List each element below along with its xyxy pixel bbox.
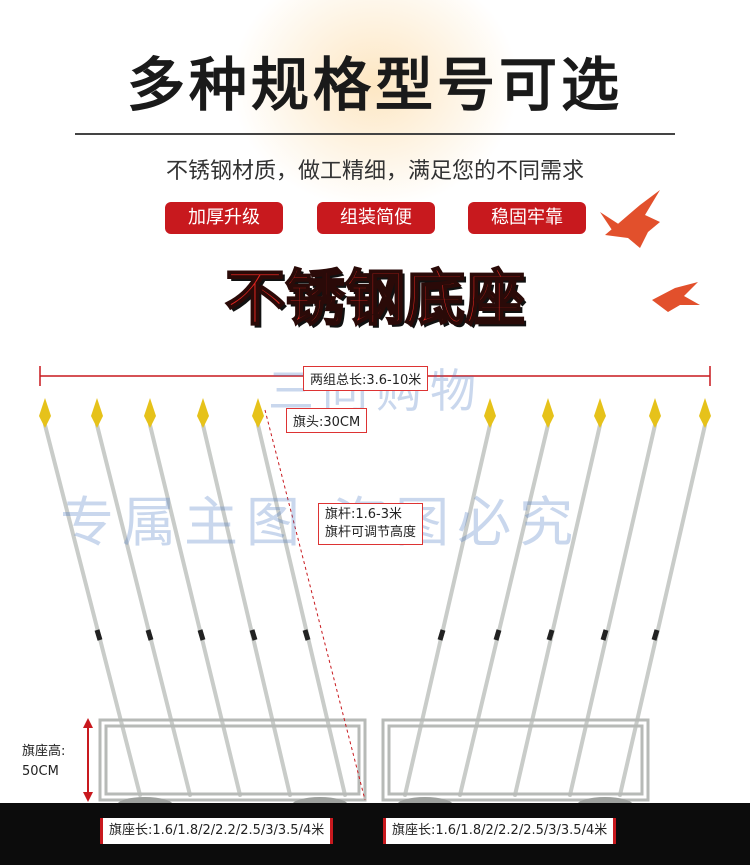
flag-tip-icon [39,398,264,428]
background-glow [230,0,520,210]
pole-length-line2: 旗杆可调节高度 [325,525,417,540]
base-length-label-right: 旗座长:1.6/1.8/2/2.2/2.5/3/3.5/4米 [383,818,617,844]
base-height-line2: 50CM [22,764,59,779]
flag-tip-icon [484,398,711,428]
pole-group-right [403,423,707,797]
pole-group-left [43,423,347,797]
tag-stable: 稳固牢靠 [468,202,586,234]
base-height-line1: 旗座高: [22,744,66,759]
bird-icon [652,282,700,312]
base-frame-left [98,718,367,802]
subtitle: 不锈钢材质，做工精细，满足您的不同需求 [165,159,584,184]
base-height-label: 旗座高: 50CM [22,742,65,782]
page-title: 多种规格型号可选 [126,51,623,119]
headline: 不锈钢底座 [224,263,526,335]
pole-length-line1: 旗杆:1.6-3米 [325,507,403,522]
pole-length-label: 旗杆:1.6-3米 旗杆可调节高度 [318,503,424,545]
total-length-label: 两组总长:3.6-10米 [303,366,429,391]
bird-icon [600,190,660,248]
base-frame-right [381,718,650,802]
base-length-label-left: 旗座长:1.6/1.8/2/2.2/2.5/3/3.5/4米 [100,818,334,844]
title-underline [75,133,675,135]
tag-easy-assembly: 组装简便 [317,202,435,234]
tag-thickened: 加厚升级 [165,202,283,234]
flag-head-label: 旗头:30CM [286,408,368,433]
watermark-wide: 专属主图 盗图必究 [60,491,582,554]
